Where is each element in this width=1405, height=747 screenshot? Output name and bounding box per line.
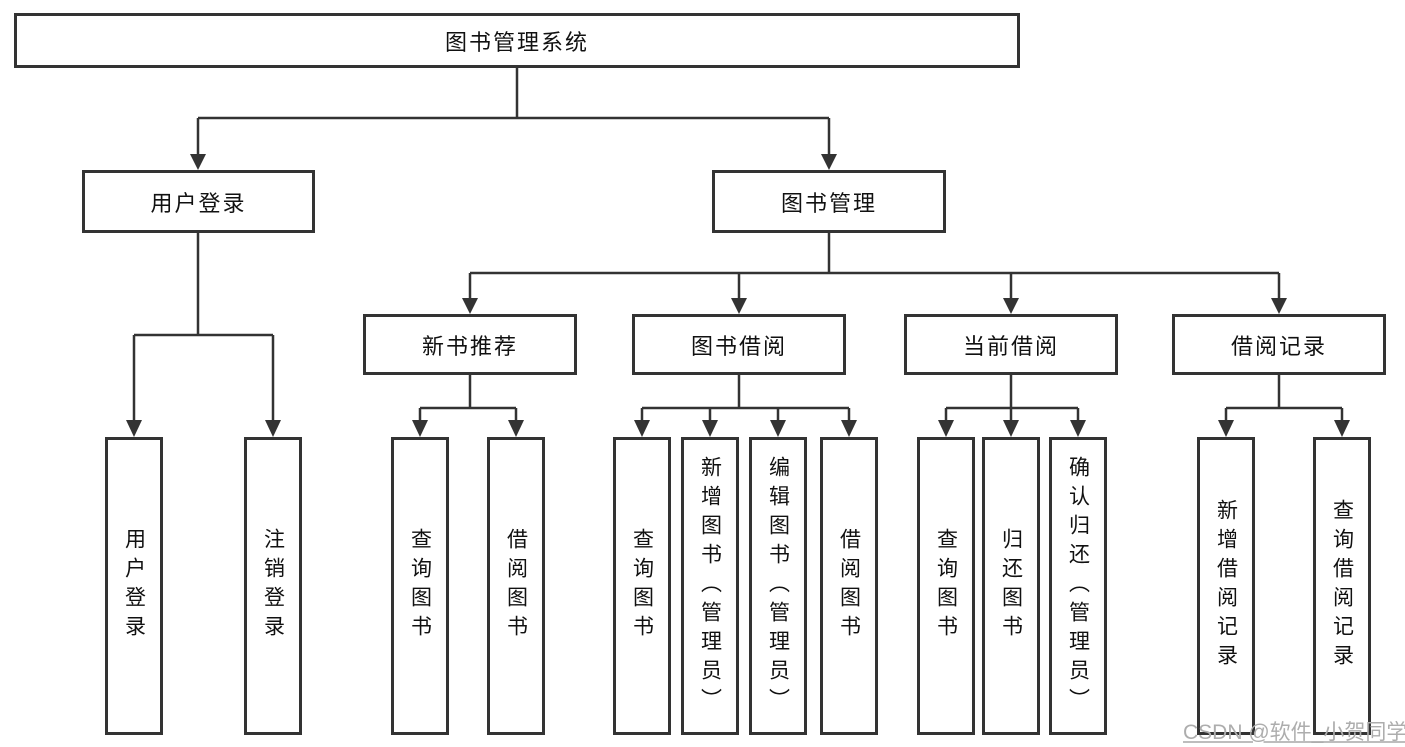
- arrowhead: [265, 420, 281, 437]
- leaf-add-borrow-record-label: 新增借阅记录: [1214, 499, 1238, 673]
- arrowhead: [1218, 420, 1234, 437]
- node-book-borrowing: 图书借阅: [632, 314, 846, 375]
- arrowhead: [1334, 420, 1350, 437]
- node-user-login-label: 用户登录: [150, 190, 247, 216]
- arrowhead: [1003, 420, 1019, 437]
- arrowhead: [1070, 420, 1086, 437]
- arrowhead: [1271, 298, 1287, 314]
- arrowhead: [126, 420, 142, 437]
- leaf-user-login-label: 用户登录: [122, 528, 146, 644]
- node-borrowing-records: 借阅记录: [1172, 314, 1386, 375]
- node-library-management-system-label: 图书管理系统: [444, 29, 589, 55]
- node-user-login: 用户登录: [82, 170, 315, 233]
- leaf-edit-books-admin-label: 编辑图书（管理员）: [766, 455, 790, 717]
- node-new-book-recommend-label: 新书推荐: [421, 333, 518, 359]
- node-library-management-system: 图书管理系统: [14, 13, 1020, 68]
- leaf-query-books-recommend-label: 查询图书: [408, 528, 432, 644]
- leaf-query-books-current-label: 查询图书: [934, 528, 958, 644]
- leaf-confirm-return-admin: 确认归还（管理员）: [1049, 437, 1107, 735]
- leaf-add-books-admin: 新增图书（管理员）: [681, 437, 739, 735]
- node-current-borrowing-label: 当前借阅: [962, 333, 1059, 359]
- leaf-add-borrow-record: 新增借阅记录: [1197, 437, 1255, 735]
- arrowhead: [190, 154, 206, 170]
- node-borrowing-records-label: 借阅记录: [1230, 333, 1327, 359]
- leaf-user-login: 用户登录: [105, 437, 163, 735]
- leaf-return-books: 归还图书: [982, 437, 1040, 735]
- arrowhead: [462, 298, 478, 314]
- leaf-query-books-recommend: 查询图书: [391, 437, 449, 735]
- leaf-borrow-books-recommend: 借阅图书: [487, 437, 545, 735]
- node-book-borrowing-label: 图书借阅: [690, 333, 787, 359]
- arrowhead: [412, 420, 428, 437]
- arrowhead: [841, 420, 857, 437]
- leaf-edit-books-admin: 编辑图书（管理员）: [749, 437, 807, 735]
- arrowhead: [634, 420, 650, 437]
- leaf-borrow-books-recommend-label: 借阅图书: [504, 528, 528, 644]
- leaf-borrow-books-borrowing: 借阅图书: [820, 437, 878, 735]
- leaf-add-books-admin-label: 新增图书（管理员）: [698, 455, 722, 717]
- node-book-management: 图书管理: [712, 170, 946, 233]
- leaf-confirm-return-admin-label: 确认归还（管理员）: [1066, 455, 1090, 717]
- arrowhead: [731, 298, 747, 314]
- node-book-management-label: 图书管理: [780, 190, 877, 216]
- leaf-logout: 注销登录: [244, 437, 302, 735]
- arrowhead: [508, 420, 524, 437]
- arrowhead: [1003, 298, 1019, 314]
- node-current-borrowing: 当前借阅: [904, 314, 1118, 375]
- node-new-book-recommend: 新书推荐: [363, 314, 577, 375]
- leaf-borrow-books-borrowing-label: 借阅图书: [837, 528, 861, 644]
- leaf-logout-label: 注销登录: [261, 528, 285, 644]
- leaf-query-borrow-record: 查询借阅记录: [1313, 437, 1371, 735]
- arrowhead: [702, 420, 718, 437]
- leaf-query-books-current: 查询图书: [917, 437, 975, 735]
- arrowhead: [821, 154, 837, 170]
- leaf-query-books-borrowing: 查询图书: [613, 437, 671, 735]
- arrowhead: [770, 420, 786, 437]
- arrowhead: [938, 420, 954, 437]
- csdn-watermark: CSDN @软件_小贺同学: [1183, 721, 1405, 744]
- leaf-return-books-label: 归还图书: [999, 528, 1023, 644]
- leaf-query-books-borrowing-label: 查询图书: [630, 528, 654, 644]
- leaf-query-borrow-record-label: 查询借阅记录: [1330, 499, 1354, 673]
